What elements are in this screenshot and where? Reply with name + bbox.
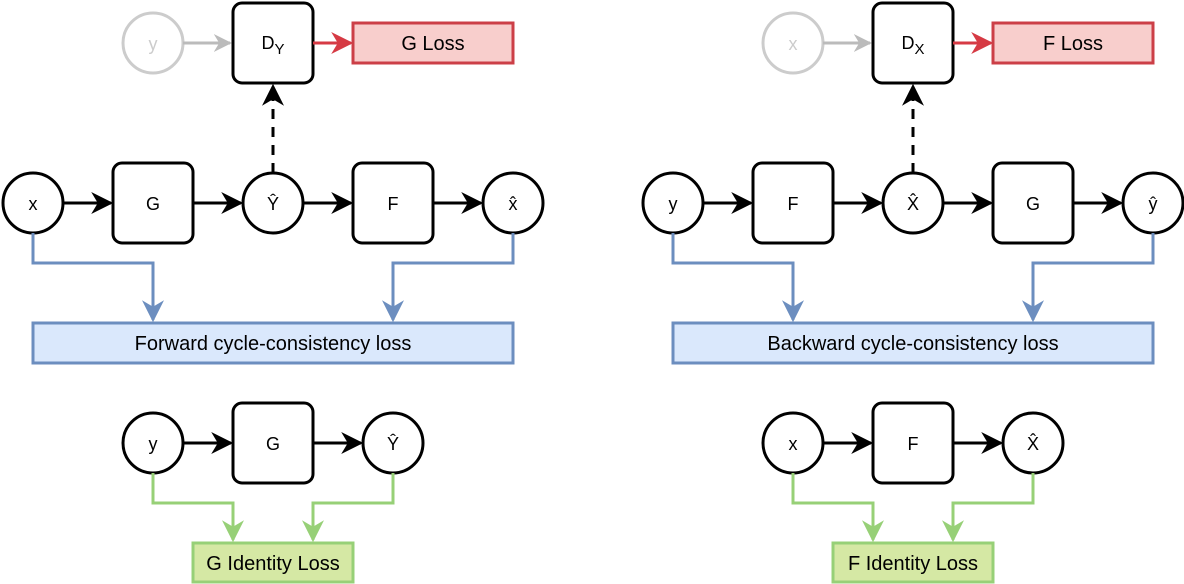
forward-identity-input-node: y — [121, 411, 185, 475]
backward-mid-node: X̂ — [881, 171, 945, 235]
backward-identity-input-node: x — [761, 411, 825, 475]
backward-disc-input-node: x — [761, 11, 825, 75]
svg-text:DX: DX — [901, 33, 924, 58]
backward-output-label: ŷ — [1149, 194, 1158, 214]
backward-cycle-group: x DX F Loss y F X̂ — [641, 1, 1184, 584]
forward-identity-generator-node: G — [231, 401, 315, 485]
svg-text:DY: DY — [261, 33, 284, 58]
forward-identity-loss-box: G Identity Loss — [191, 541, 355, 584]
backward-cycle-loss-label: Backward cycle-consistency loss — [767, 333, 1058, 355]
backward-identity-input-label: x — [789, 434, 798, 454]
forward-identity-loss-edge-input — [151, 473, 244, 543]
backward-cycle-edge-output — [1022, 233, 1155, 323]
backward-input-node: y — [641, 171, 705, 235]
backward-identity-gen-label: F — [908, 434, 919, 454]
forward-identity-gen-label: G — [266, 434, 280, 454]
forward-gan-loss-box: G Loss — [351, 21, 515, 65]
backward-identity-loss-edge-input — [791, 473, 884, 543]
forward-identity-loss-edge-output — [302, 473, 395, 543]
forward-disc-input-node: y — [121, 11, 185, 75]
forward-disc-input-label: y — [149, 34, 158, 54]
backward-disc-input-label: x — [789, 34, 798, 54]
backward-cycle-edge-input — [671, 233, 804, 323]
backward-discriminator-node: DX — [871, 1, 955, 85]
forward-mid-node: Ŷ — [241, 171, 305, 235]
forward-cycle-edge-input — [31, 233, 164, 323]
backward-identity-output-label: X̂ — [1027, 433, 1039, 454]
forward-gen1-label: G — [146, 194, 160, 214]
backward-identity-loss-box: F Identity Loss — [831, 541, 995, 584]
forward-output-label: x̂ — [509, 194, 518, 214]
backward-gen2-label: G — [1026, 194, 1040, 214]
forward-input-node: x — [1, 171, 65, 235]
backward-generator-1-node: F — [751, 161, 835, 245]
backward-disc-subscript: X — [914, 41, 924, 58]
forward-cycle-loss-box: Forward cycle-consistency loss — [31, 321, 515, 365]
forward-cycle-edge-output — [382, 233, 515, 323]
forward-identity-loss-label: G Identity Loss — [206, 553, 339, 575]
backward-disc-label: D — [901, 33, 914, 53]
forward-disc-label: D — [261, 33, 274, 53]
backward-identity-generator-node: F — [871, 401, 955, 485]
forward-disc-subscript: Y — [274, 41, 284, 58]
forward-identity-output-label: Ŷ — [387, 434, 399, 454]
forward-gan-loss-label: G Loss — [401, 33, 464, 55]
backward-identity-loss-edge-output — [942, 473, 1035, 543]
backward-input-label: y — [669, 194, 678, 214]
backward-generator-2-node: G — [991, 161, 1075, 245]
forward-generator-1-node: G — [111, 161, 195, 245]
forward-cycle-group: y DY G Loss x G Ŷ — [1, 1, 545, 584]
forward-discriminator-node: DY — [231, 1, 315, 85]
forward-output-node: x̂ — [481, 171, 545, 235]
backward-identity-output-node: X̂ — [1001, 411, 1065, 475]
backward-output-node: ŷ — [1121, 171, 1184, 235]
forward-identity-input-label: y — [149, 434, 158, 454]
forward-cycle-loss-label: Forward cycle-consistency loss — [135, 333, 412, 355]
forward-generator-2-node: F — [351, 161, 435, 245]
backward-cycle-loss-box: Backward cycle-consistency loss — [671, 321, 1155, 365]
backward-identity-loss-label: F Identity Loss — [848, 553, 978, 575]
backward-mid-label: X̂ — [907, 193, 919, 214]
forward-gen2-label: F — [388, 194, 399, 214]
backward-gan-loss-label: F Loss — [1043, 33, 1103, 55]
forward-mid-label: Ŷ — [267, 194, 279, 214]
forward-identity-output-node: Ŷ — [361, 411, 425, 475]
forward-input-label: x — [29, 194, 38, 214]
backward-gan-loss-box: F Loss — [991, 21, 1155, 65]
backward-gen1-label: F — [788, 194, 799, 214]
